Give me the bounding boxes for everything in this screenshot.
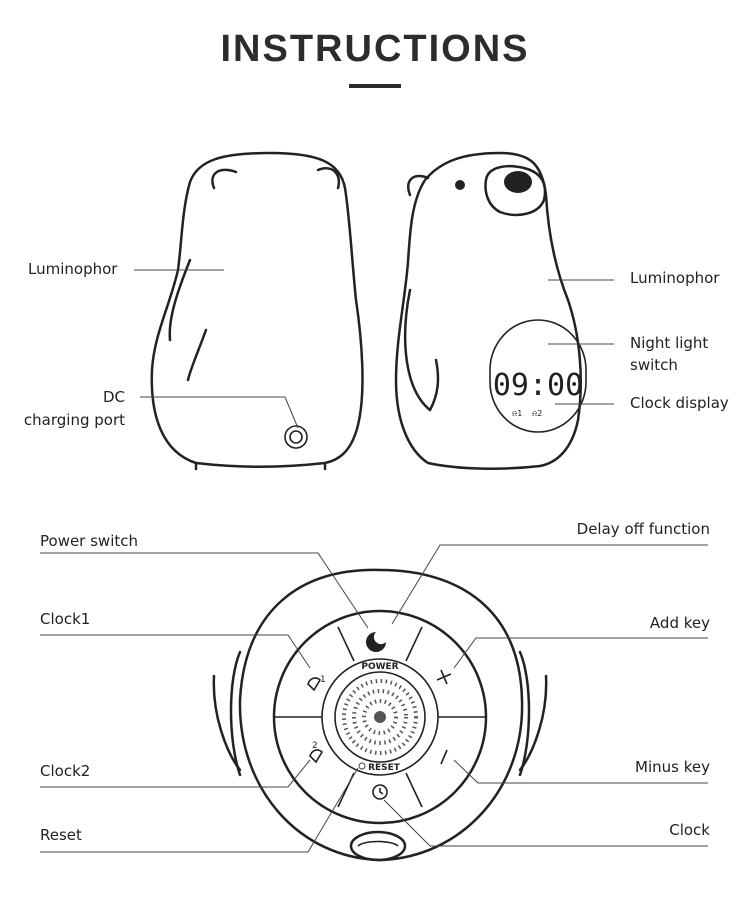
dc-port-icon xyxy=(284,425,308,449)
label-clock2: Clock2 xyxy=(40,762,91,780)
reset-hole xyxy=(349,830,407,862)
label-luminophor-right: Luminophor xyxy=(630,269,720,287)
label-power-switch: Power switch xyxy=(40,532,139,550)
title-underline xyxy=(349,84,401,88)
bell1-icon[interactable]: 1 xyxy=(307,675,326,692)
clock-display-time: 09:00 xyxy=(493,368,583,403)
svg-text:2: 2 xyxy=(312,741,318,751)
power-key-label[interactable]: POWER xyxy=(361,662,398,672)
clock-icon[interactable] xyxy=(372,784,388,800)
svg-text:1: 1 xyxy=(320,675,326,685)
label-dc-line1: DC xyxy=(102,388,125,406)
label-delay-off: Delay off function xyxy=(576,520,710,538)
label-add-key: Add key xyxy=(649,614,710,632)
label-minus-key: Minus key xyxy=(635,758,710,776)
label-dc-line2: charging port xyxy=(23,411,125,429)
label-clock1: Clock1 xyxy=(40,610,91,628)
label-clock-display: Clock display xyxy=(630,394,729,412)
page-title: INSTRUCTIONS xyxy=(220,28,530,70)
bear-eye-icon xyxy=(455,180,465,190)
label-luminophor-left: Luminophor xyxy=(28,260,118,278)
label-night-line2: switch xyxy=(630,356,678,374)
bear-back-view xyxy=(150,151,364,471)
control-panel: POWER RESET 1 2 xyxy=(212,568,548,862)
bell2-icon[interactable]: 2 xyxy=(309,741,324,764)
minus-icon[interactable] xyxy=(440,749,448,765)
label-reset: Reset xyxy=(40,826,82,844)
bear-front-view: 09:00 ⍾1 ⍾2 xyxy=(394,151,587,470)
speaker-grille xyxy=(342,679,418,755)
label-clock: Clock xyxy=(669,821,710,839)
add-icon[interactable] xyxy=(436,669,452,685)
svg-text:⍾2: ⍾2 xyxy=(532,409,542,418)
label-night-line1: Night light xyxy=(630,334,709,352)
moon-icon[interactable] xyxy=(366,632,386,652)
bear-nose-icon xyxy=(504,171,532,193)
svg-text:⍾1: ⍾1 xyxy=(512,409,522,418)
reset-key-label[interactable]: RESET xyxy=(368,763,401,773)
clock-display-panel xyxy=(489,319,587,433)
